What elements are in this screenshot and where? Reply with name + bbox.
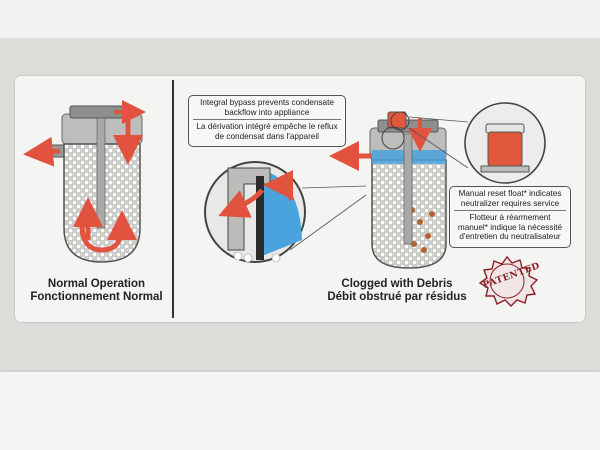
float-zoom-illustration	[464, 102, 546, 184]
right-caption-french: Débit obstrué par résidus	[327, 291, 467, 303]
background-table	[0, 372, 600, 450]
right-caption: Clogged with Debris Débit obstrué par ré…	[318, 278, 476, 304]
left-caption: Normal Operation Fonctionnement Normal	[24, 278, 169, 304]
zoom-leader-line	[301, 185, 367, 189]
background-top	[0, 0, 600, 40]
left-caption-english: Normal Operation	[47, 278, 146, 290]
neutralizer-clogged-illustration	[329, 111, 447, 269]
left-caption-french: Fonctionnement Normal	[30, 291, 163, 303]
bypass-callout-english: Integral bypass prevents condensate back…	[200, 98, 334, 117]
float-callout: Manual reset float* indicates neutralize…	[449, 186, 571, 248]
float-callout-french: Flotteur à réarmement manuel* indique la…	[457, 213, 563, 241]
neutralizer-normal-illustration	[23, 100, 146, 263]
panel-divider	[172, 80, 174, 318]
patented-stamp-icon	[478, 255, 539, 307]
right-caption-english: Clogged with Debris	[341, 278, 453, 290]
bypass-callout-french: La dérivation intégré empêche le reflux …	[196, 122, 338, 141]
bypass-callout: Integral bypass prevents condensate back…	[188, 95, 346, 147]
float-callout-english: Manual reset float* indicates neutralize…	[458, 189, 562, 208]
bypass-zoom-illustration	[204, 161, 306, 263]
